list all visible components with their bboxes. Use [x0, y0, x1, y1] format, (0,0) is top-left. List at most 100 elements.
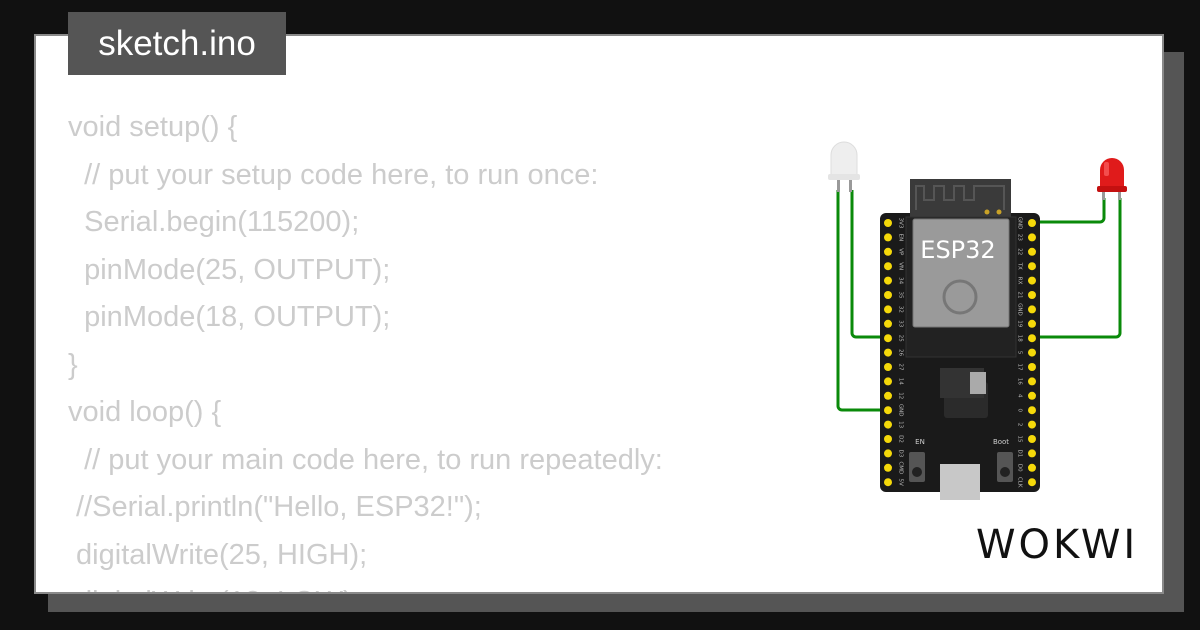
pin-label: 14 — [898, 378, 904, 385]
wokwi-logo: WOKWI — [976, 522, 1139, 568]
pin-left-en[interactable] — [884, 233, 892, 242]
pin-right-15[interactable] — [1028, 435, 1036, 443]
pin-left-33[interactable] — [884, 319, 892, 328]
pin-label: 15 — [1017, 436, 1023, 443]
pin-label: 12 — [898, 392, 904, 399]
pin-label: VN — [898, 262, 904, 270]
en-button-label: EN — [915, 438, 925, 446]
pin-left-d3[interactable] — [884, 449, 892, 458]
pin-left-12[interactable] — [884, 391, 892, 400]
code-editor: void setup() { // put your setup code he… — [68, 104, 663, 592]
pin-left-vn[interactable] — [884, 262, 892, 271]
pin-left-34[interactable] — [884, 276, 892, 285]
pin-left-vp[interactable] — [884, 247, 892, 256]
pin-right-d0[interactable] — [1028, 463, 1036, 472]
code-line: void setup() { — [68, 111, 238, 143]
code-line: //Serial.println("Hello, ESP32!"); — [68, 491, 482, 523]
pin-label: D3 — [898, 450, 904, 458]
file-tab[interactable]: sketch.ino — [68, 12, 286, 75]
pin-left-gnd[interactable] — [884, 406, 892, 415]
pin-label: 26 — [898, 349, 904, 356]
pin-label: 27 — [898, 364, 904, 371]
wire-led1-pin25 — [850, 190, 888, 339]
pin-right-gnd[interactable] — [1028, 305, 1036, 314]
led-red[interactable] — [1097, 158, 1127, 200]
wire-led1-gnd — [836, 190, 888, 412]
pin-label: 23 — [1017, 234, 1023, 241]
pin-label: 34 — [898, 277, 904, 284]
code-line: } — [68, 348, 78, 381]
pin-label: 21 — [1017, 292, 1023, 299]
pin-left-25[interactable] — [884, 334, 892, 343]
pin-left-13[interactable] — [884, 420, 892, 429]
pin-right-21[interactable] — [1028, 291, 1036, 299]
code-line: pinMode(25, OUTPUT); — [68, 253, 391, 286]
pin-label: 33 — [898, 320, 904, 327]
pin-label: RX — [1017, 277, 1023, 285]
pin-right-23[interactable] — [1028, 233, 1036, 242]
pin-left-cmd[interactable] — [884, 463, 892, 472]
code-line: // put your main code here, to run repea… — [68, 443, 663, 476]
pin-right-gnd[interactable] — [1028, 219, 1036, 227]
pin-label: EN — [898, 234, 904, 242]
pin-right-tx[interactable] — [1028, 262, 1036, 271]
pin-label: GND — [1017, 303, 1023, 316]
pin-right-16[interactable] — [1028, 377, 1036, 386]
espressif-logo-icon — [942, 279, 978, 315]
pin-right-rx[interactable] — [1028, 276, 1036, 285]
pin-right-5[interactable] — [1028, 348, 1036, 357]
esp32-board[interactable]: ESP32 EN Boot 3V3ENVPVN34353233252627141… — [880, 179, 1040, 500]
pin-left-35[interactable] — [884, 291, 892, 299]
wire-led2-pin18 — [1032, 198, 1122, 339]
code-line: void loop() { — [68, 396, 222, 428]
code-line: digitalWrite(18, LOW); — [68, 579, 663, 592]
code-line: Serial.begin(115200); — [68, 206, 360, 238]
pin-right-2[interactable] — [1028, 420, 1036, 429]
pin-label: VP — [898, 248, 904, 256]
pin-label: D2 — [898, 435, 904, 443]
pin-right-0[interactable] — [1028, 406, 1036, 415]
pin-label: 16 — [1017, 378, 1023, 385]
wire-led2-gnd — [1032, 198, 1106, 224]
pin-label: D1 — [1017, 450, 1023, 458]
led-white[interactable] — [828, 141, 860, 192]
pin-label: 18 — [1017, 335, 1023, 342]
pin-label: GND — [898, 404, 904, 417]
pin-label: 2 — [1017, 423, 1023, 427]
pin-label: 13 — [898, 421, 904, 428]
wires — [836, 190, 1122, 412]
pin-left-27[interactable] — [884, 363, 892, 371]
pin-left-5v[interactable] — [884, 478, 892, 487]
code-line: // put your setup code here, to run once… — [68, 158, 599, 191]
pin-label: 5 — [1017, 351, 1023, 355]
board-label: ESP32 — [920, 236, 995, 264]
pin-left-3v3[interactable] — [884, 219, 892, 227]
pin-label: 17 — [1017, 364, 1023, 371]
pin-right-17[interactable] — [1028, 363, 1036, 371]
pin-right-clk[interactable] — [1028, 478, 1036, 487]
pin-label: CMD — [898, 461, 904, 474]
pin-right-18[interactable] — [1028, 334, 1036, 343]
pin-label: 25 — [898, 335, 904, 342]
pin-right-d1[interactable] — [1028, 449, 1036, 458]
pin-left-d2[interactable] — [884, 435, 892, 443]
pin-label: 19 — [1017, 320, 1023, 327]
pin-right-19[interactable] — [1028, 319, 1036, 328]
pin-label: 5V — [898, 479, 904, 486]
pin-label: TX — [1017, 262, 1023, 270]
pin-label: 35 — [898, 292, 904, 299]
pin-right-4[interactable] — [1028, 391, 1036, 400]
pin-label: GND — [1017, 217, 1023, 230]
code-line: digitalWrite(25, HIGH); — [68, 538, 368, 571]
pin-left-32[interactable] — [884, 305, 892, 314]
pin-left-14[interactable] — [884, 377, 892, 386]
pin-label: 22 — [1017, 248, 1023, 255]
pin-right-22[interactable] — [1028, 247, 1036, 256]
pin-label: 3V3 — [898, 218, 904, 229]
boot-button-label: Boot — [993, 438, 1009, 446]
code-line: pinMode(18, OUTPUT); — [68, 301, 391, 333]
pin-label: CLK — [1017, 477, 1023, 488]
pin-left-26[interactable] — [884, 348, 892, 357]
usb-port — [940, 464, 980, 500]
